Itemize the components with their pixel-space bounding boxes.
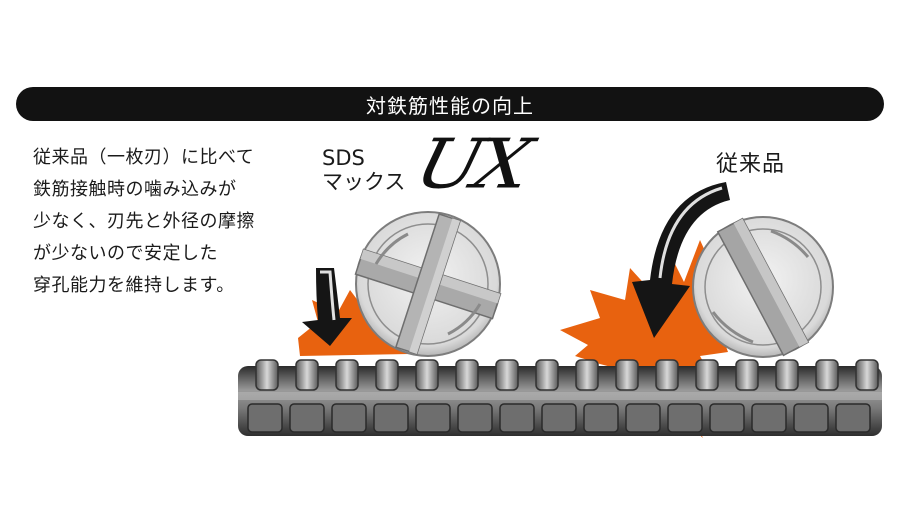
arrow-left-icon — [302, 268, 352, 346]
rebar-rib — [289, 403, 325, 433]
rebar-rib — [373, 403, 409, 433]
ux-bit — [354, 211, 502, 357]
rebar-rib — [499, 403, 535, 433]
rebar-rib — [735, 359, 759, 391]
description-line: 従来品（一枚刃）に比べて — [33, 147, 255, 168]
rebar-rib — [583, 403, 619, 433]
rebar-rib — [455, 359, 479, 391]
product-line2: マックス — [322, 170, 406, 194]
rebar-rib — [855, 359, 879, 391]
rebar-rib — [695, 359, 719, 391]
rebar-rib — [751, 403, 787, 433]
rebar-rib — [247, 403, 283, 433]
product-line1: SDS — [322, 146, 365, 170]
rebar-ribs-top — [255, 359, 879, 391]
rebar-rib — [415, 359, 439, 391]
rebar-rib — [375, 359, 399, 391]
conventional-bit — [692, 216, 834, 358]
description-line: 穿孔能力を維持します。 — [33, 275, 235, 296]
rebar-rib — [415, 403, 451, 433]
rebar-rib — [541, 403, 577, 433]
rebar-rib — [535, 359, 559, 391]
product-name: SDS マックス — [322, 146, 405, 194]
description-line: 少なく、刃先と外径の摩擦 — [33, 211, 255, 232]
description: 従来品（一枚刃）に比べて 鉄筋接触時の噛み込みが 少なく、刃先と外径の摩擦 が少… — [33, 142, 283, 302]
rebar-rib — [775, 359, 799, 391]
rebar-rib — [625, 403, 661, 433]
rebar-rib — [835, 403, 871, 433]
conventional-label: 従来品 — [716, 152, 786, 177]
page-title: 対鉄筋性能の向上 — [366, 93, 534, 118]
rebar-rib — [457, 403, 493, 433]
rebar-ribs-bottom — [247, 403, 871, 433]
description-line: 鉄筋接触時の噛み込みが — [33, 179, 237, 200]
rebar-rib — [815, 359, 839, 391]
rebar-rib — [575, 359, 599, 391]
rebar-rib — [331, 403, 367, 433]
rebar-rib — [255, 359, 279, 391]
rebar-rib — [655, 359, 679, 391]
arrow-right-icon — [632, 182, 730, 338]
rebar-rib — [667, 403, 703, 433]
rebar-rib — [335, 359, 359, 391]
description-line: が少ないので安定した — [33, 243, 218, 264]
rebar-rib — [295, 359, 319, 391]
rebar-rib — [495, 359, 519, 391]
rebar-rib — [615, 359, 639, 391]
title-bar: 対鉄筋性能の向上 — [16, 87, 884, 121]
rebar-rib — [793, 403, 829, 433]
rebar-rib — [709, 403, 745, 433]
product-logo: UX — [408, 123, 535, 204]
